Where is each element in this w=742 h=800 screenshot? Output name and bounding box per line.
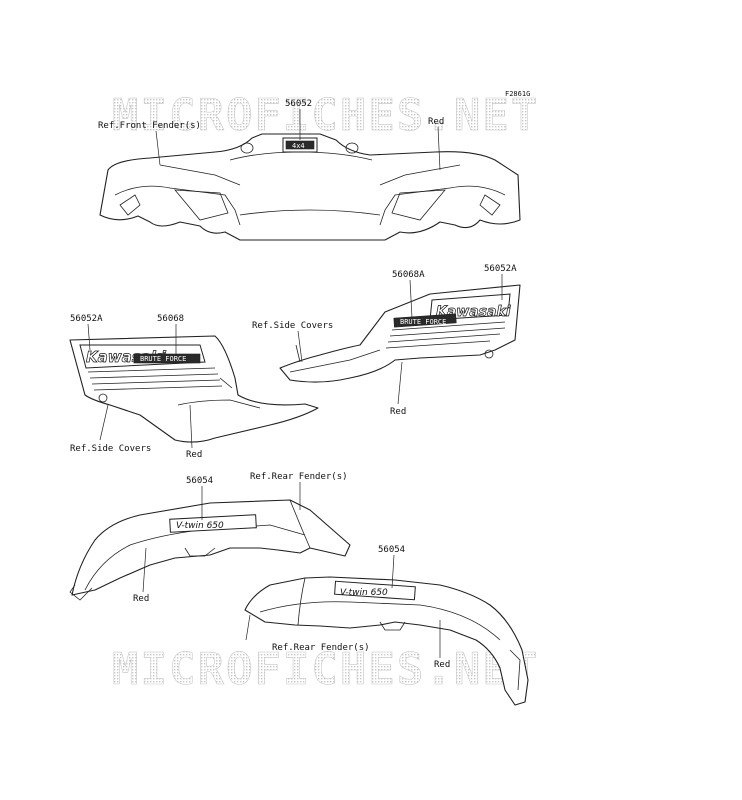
- callout-right-ref: Ref.Side Covers: [252, 321, 333, 331]
- callout-rear-right-ref: Ref.Rear Fender(s): [272, 643, 370, 653]
- rear-fender-left: V-twin 650: [69, 499, 351, 601]
- front-fender: 4x4: [99, 133, 521, 241]
- left-side-cover: Kawasaki BRUTE FORCE: [69, 335, 319, 443]
- rear-fender-right: V-twin 650: [244, 576, 529, 706]
- left-sub-decal: BRUTE FORCE: [140, 355, 186, 363]
- right-sub-decal: BRUTE FORCE: [400, 318, 446, 326]
- callout-rear-left-part: 56054: [186, 476, 213, 486]
- callout-front-red: Red: [428, 117, 444, 127]
- callout-left-part-b: 56068: [157, 314, 184, 324]
- watermark-bottom: MICROFICHES.NET: [112, 644, 539, 695]
- callout-rear-right-part: 56054: [378, 545, 405, 555]
- rear-right-model-text: V-twin 650: [340, 588, 388, 598]
- callout-right-part-a: 56068A: [392, 270, 425, 280]
- watermark-top: MICROFICHES.NET: [112, 90, 539, 141]
- right-side-cover: Kawasaki BRUTE FORCE: [279, 284, 521, 383]
- rear-right-model-decal: [334, 580, 416, 601]
- callout-rear-left-ref: Ref.Rear Fender(s): [250, 472, 348, 482]
- callout-rear-left-red: Red: [133, 594, 149, 604]
- callout-front-part: 56052: [285, 99, 312, 109]
- callout-left-part-a: 56052A: [70, 314, 103, 324]
- callout-rear-right-red: Red: [434, 660, 450, 670]
- callout-right-part-b: 56052A: [484, 264, 517, 274]
- callout-left-ref: Ref.Side Covers: [70, 444, 151, 454]
- rear-left-model-decal: [169, 514, 257, 533]
- callout-left-red: Red: [186, 450, 202, 460]
- figure-id: F2861G: [505, 90, 530, 98]
- callout-right-red: Red: [390, 407, 406, 417]
- front-badge-text: 4x4: [292, 142, 305, 150]
- callout-front-ref: Ref.Front Fender(s): [98, 121, 201, 131]
- rear-left-model-text: V-twin 650: [176, 521, 224, 531]
